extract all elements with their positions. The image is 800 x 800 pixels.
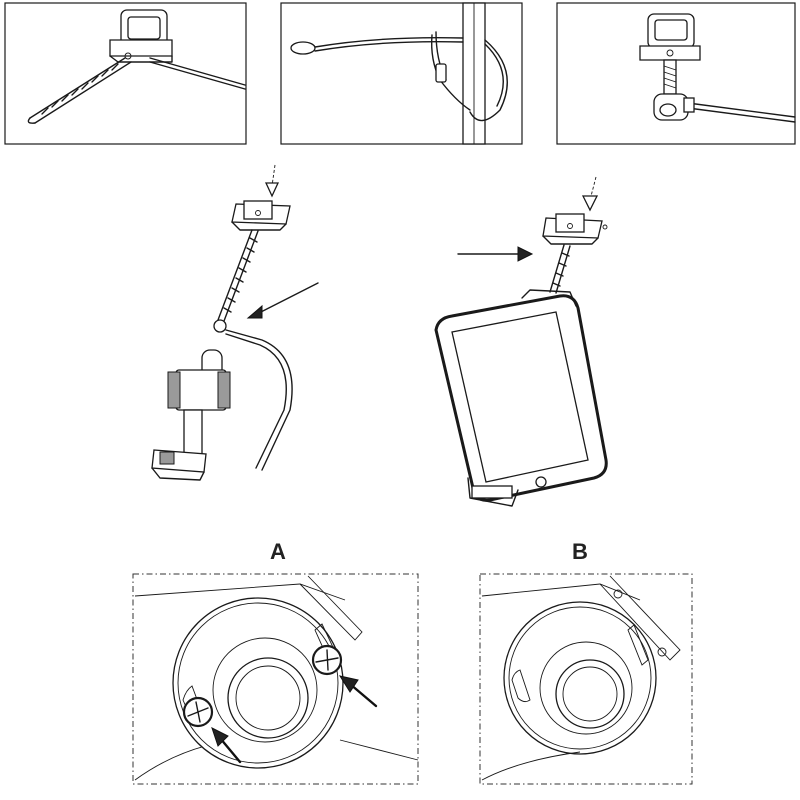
panel-label-a: A <box>270 539 286 564</box>
spiral-bar-twists <box>41 63 119 115</box>
handle-clamp-illustration <box>27 9 246 124</box>
down-arrow-icon-right <box>581 195 599 212</box>
top-panel-2 <box>280 2 523 145</box>
top-clamp-left <box>231 200 291 231</box>
screw-a-1 <box>311 644 343 676</box>
spiral-bar-left <box>217 229 259 322</box>
arrow-icon-screw-1 <box>338 675 359 693</box>
top-clamp-right <box>542 213 608 245</box>
detail-a-housing <box>134 575 419 781</box>
mount-bracket-left <box>151 349 231 481</box>
top-panel-3 <box>556 2 796 145</box>
panel-label-b: B <box>572 539 588 564</box>
arrow-icon-screw-2 <box>211 727 229 747</box>
pointer-arrows-a <box>211 675 378 764</box>
detail-panel-b: B <box>479 539 693 785</box>
cable-loop-illustration <box>290 2 508 145</box>
home-button-icon <box>535 476 547 488</box>
top-panel-2-frame <box>280 2 523 145</box>
assembly-left <box>151 164 319 481</box>
detail-b-housing <box>481 575 681 781</box>
arrow-head-icon <box>246 304 263 319</box>
spiral-bar-right <box>549 244 571 294</box>
down-arrow-icon <box>264 182 280 198</box>
detail-panel-a: A <box>132 539 419 785</box>
assembly-right <box>434 176 608 507</box>
tablet <box>434 289 608 507</box>
joint-knob <box>213 319 227 333</box>
top-panel-1 <box>4 2 247 145</box>
screw-a-2 <box>182 696 214 728</box>
lock-head-illustration <box>639 13 796 123</box>
pointer-arrow-left <box>254 282 319 316</box>
arrow-head-icon-right <box>517 246 534 262</box>
